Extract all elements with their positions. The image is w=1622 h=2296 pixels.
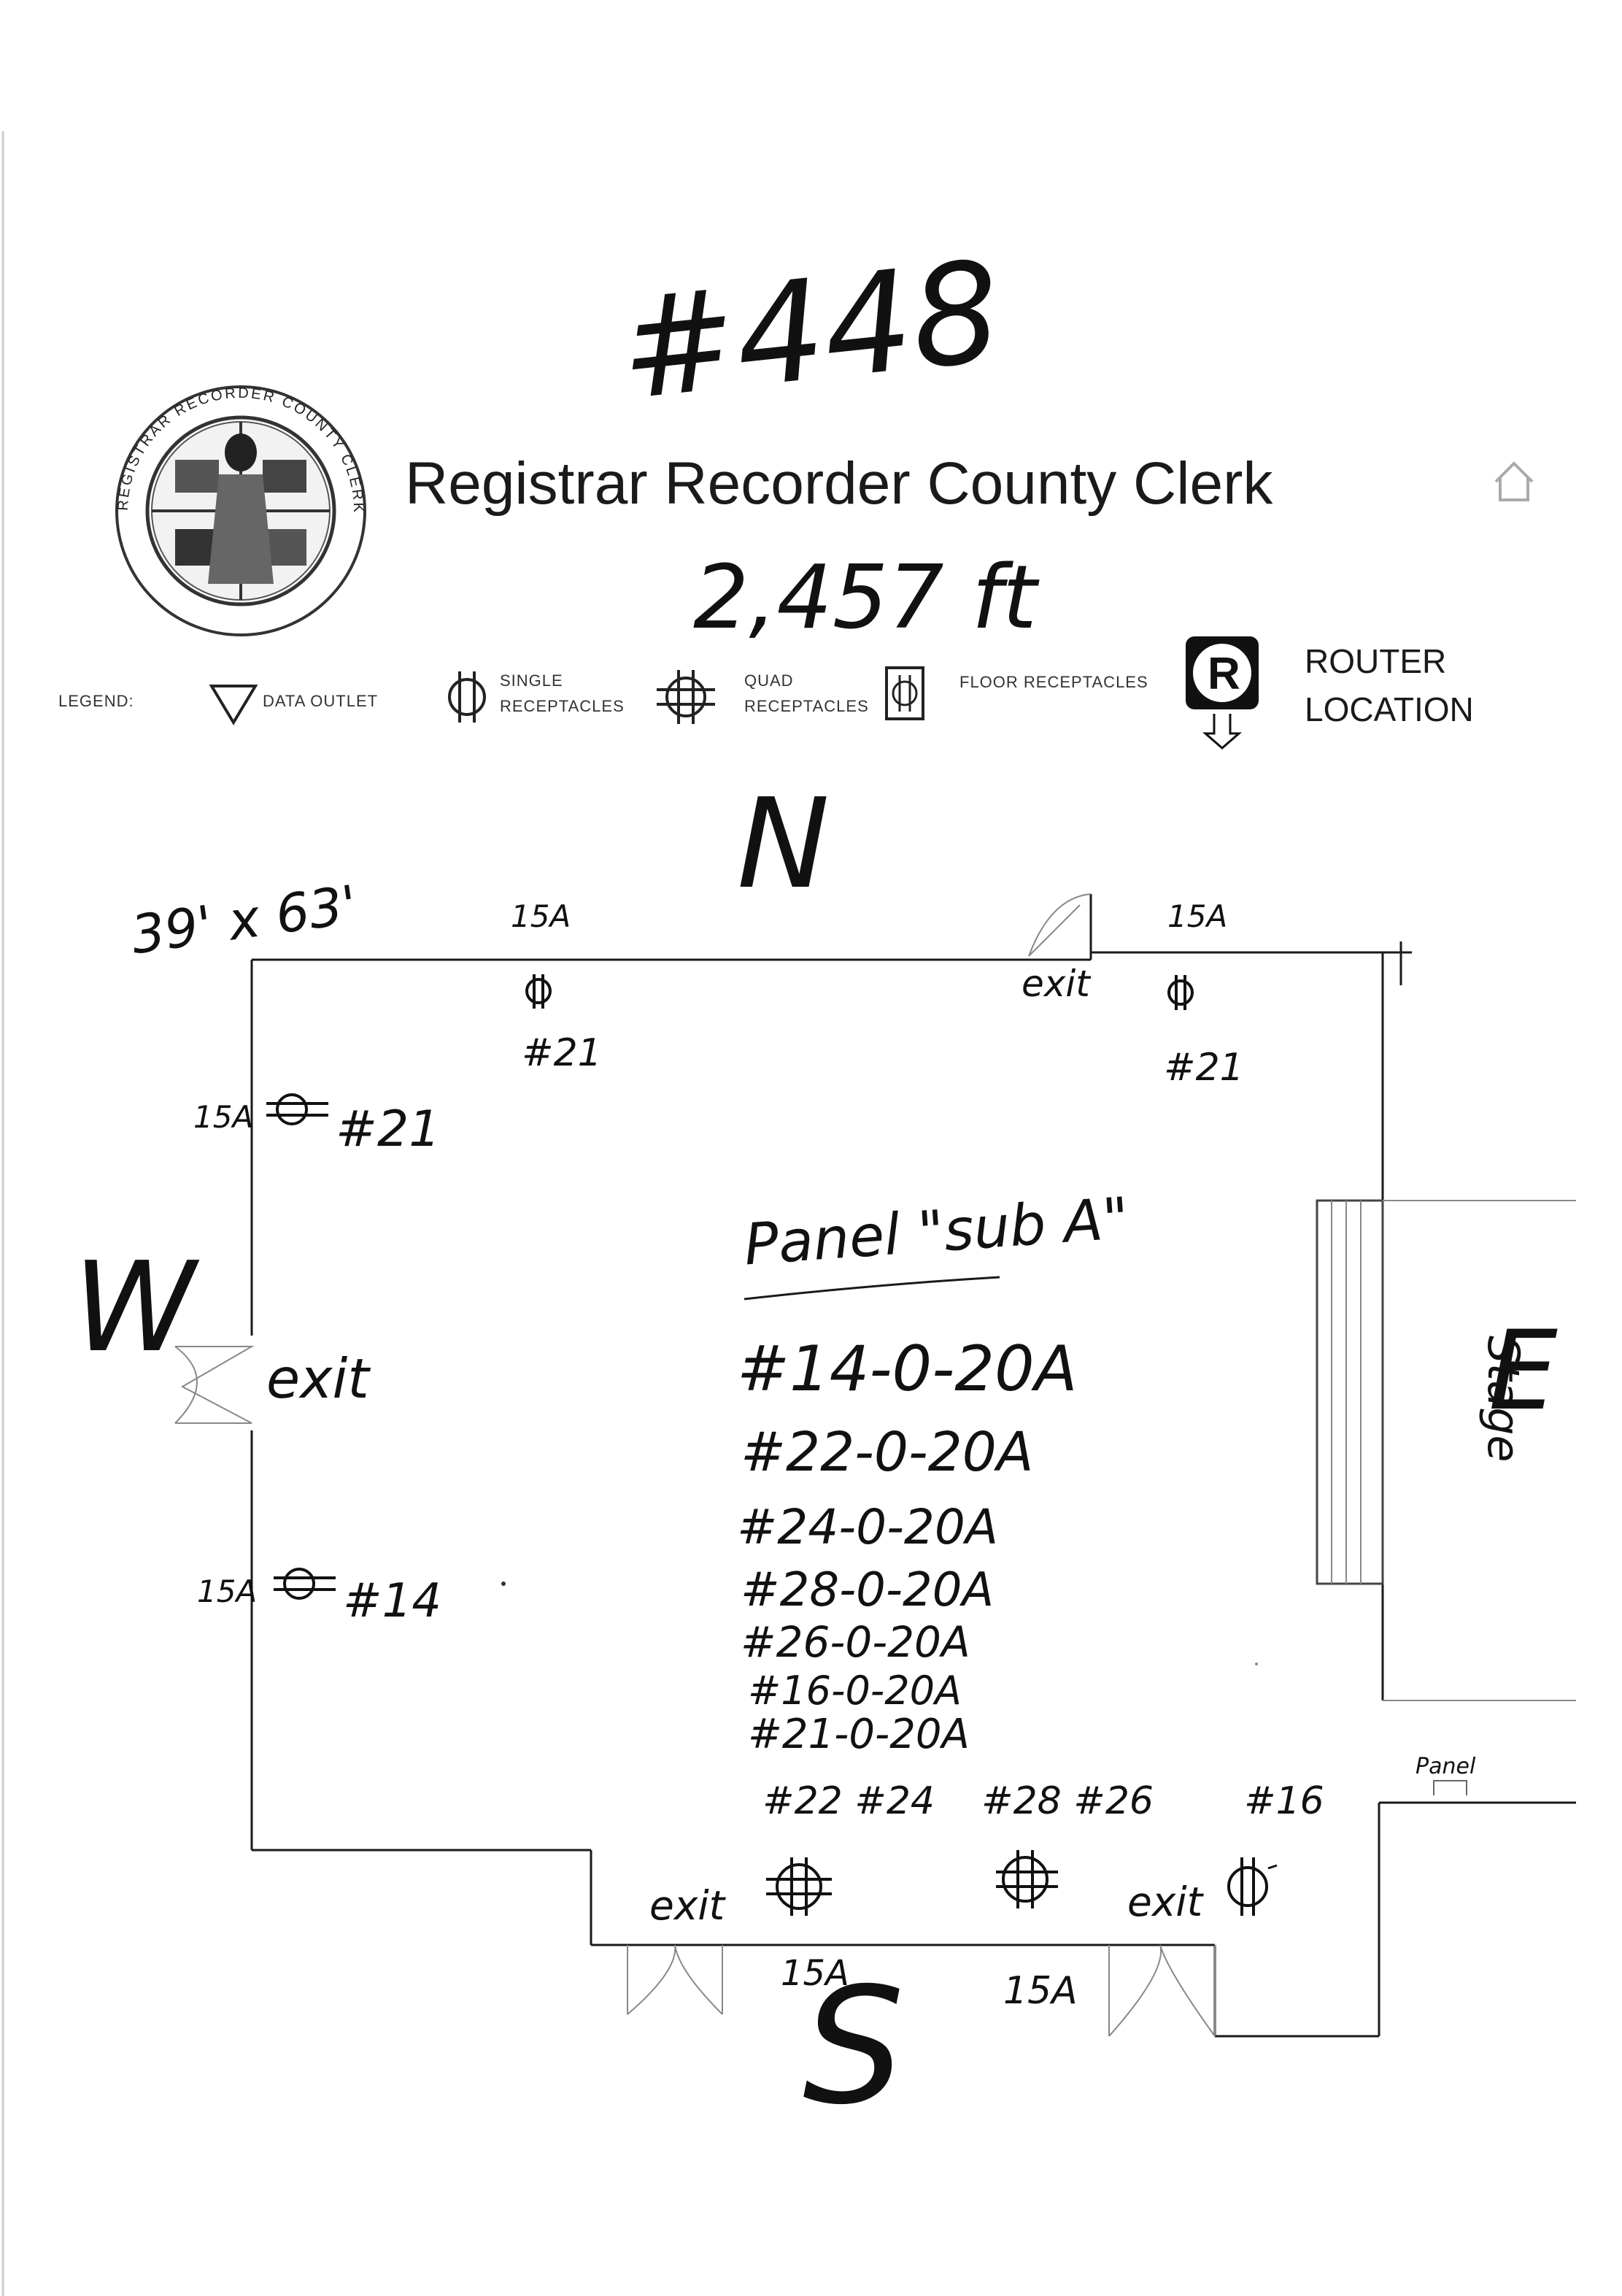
panel-title: Panel "sub A" <box>742 1186 1131 1279</box>
exit-south-left-label: exit <box>649 1882 727 1929</box>
panel-circuit-6: #16-0-20A <box>748 1668 962 1714</box>
exit-west <box>174 1346 255 1424</box>
outlet-west-lower-circuit: #14 <box>343 1574 441 1628</box>
exit-north-label: exit <box>1022 963 1092 1005</box>
exit-south-right-label: exit <box>1127 1879 1205 1925</box>
room-dimensions: 39' x 63' <box>128 874 361 966</box>
outlet-west-upper-circuit: #21 <box>336 1101 441 1158</box>
legend-floor-text: FLOOR RECEPTACLES <box>959 673 1148 691</box>
single-receptacle-north-right <box>1167 975 1194 1010</box>
exit-west-label: exit <box>266 1347 371 1411</box>
single-receptacle-icon <box>448 671 486 723</box>
exit-north <box>1028 893 1092 957</box>
exit-south-left <box>627 1944 723 2015</box>
outlet-north-right-amp: 15A <box>1167 898 1227 934</box>
duplex-receptacle-west-upper <box>266 1093 328 1125</box>
home-icon <box>1494 461 1534 501</box>
panel-circuit-7: #21-0-20A <box>748 1711 970 1758</box>
panel-circuit-2: #22-0-20A <box>741 1421 1033 1484</box>
area-square-footage: 2,457 ft <box>693 547 1040 649</box>
pencil-dot <box>501 1582 506 1586</box>
data-outlet-icon <box>209 685 258 725</box>
floor-receptacle-icon <box>885 666 924 720</box>
county-seal-logo: REGISTRAR RECORDER COUNTY CLERK · COUNTY… <box>0 0 366 636</box>
panel-circuit-5: #26-0-20A <box>741 1617 970 1667</box>
agency-title: Registrar Recorder County Clerk <box>405 450 1273 517</box>
outlet-north-right-circuit: #21 <box>1164 1046 1244 1090</box>
compass-north: N <box>737 772 830 917</box>
outlet-south-1-amp: 15A <box>781 1953 849 1994</box>
legend-router-line2: LOCATION <box>1305 690 1474 728</box>
legend-single-line2: RECEPTACLES <box>500 697 625 715</box>
small-panel-label: Panel <box>1416 1754 1476 1779</box>
legend: LEGEND: DATA OUTLET SINGLE RECEPTACLES Q… <box>58 636 1474 750</box>
legend-label: LEGEND: <box>58 692 134 710</box>
panel-circuit-3: #24-0-20A <box>737 1499 998 1555</box>
location-number: #448 <box>612 231 1008 431</box>
svg-text:R: R <box>1208 649 1240 699</box>
stage-label: Stage <box>1478 1336 1529 1462</box>
quad-receptacle-icon <box>657 670 715 724</box>
exit-south-right <box>1108 1944 1216 2037</box>
outlet-west-lower-amp: 15A <box>197 1573 257 1609</box>
panel-schedule: Panel "sub A" #14-0-20A #22-0-20A #24-0-… <box>737 1186 1131 1758</box>
legend-data-outlet-text: DATA OUTLET <box>263 692 378 710</box>
outlet-north-left-amp: 15A <box>511 898 571 934</box>
compass-south: S <box>803 1953 905 2140</box>
pencil-dot <box>1255 1663 1258 1665</box>
outlet-south-2-circuit: #28 #26 <box>981 1779 1154 1823</box>
outlet-south-2-amp: 15A <box>1003 1969 1078 2013</box>
outlet-south-1-circuit: #22 #24 <box>762 1779 935 1823</box>
compass-west: W <box>73 1236 200 1380</box>
compass-east: E <box>1488 1308 1558 1435</box>
quad-receptacle-south-1 <box>766 1857 832 1916</box>
outlet-west-upper-amp: 15A <box>193 1099 253 1135</box>
panel-circuit-1: #14-0-20A <box>737 1333 1078 1406</box>
router-icon: R <box>1186 636 1259 750</box>
panel-circuit-4: #28-0-20A <box>741 1563 994 1617</box>
small-panel-box <box>1433 1780 1467 1795</box>
legend-single-line1: SINGLE <box>500 671 563 690</box>
single-receptacle-north-left <box>525 974 552 1009</box>
legend-router-line1: ROUTER <box>1305 642 1446 680</box>
stage-area <box>1316 1199 1576 1701</box>
quad-receptacle-south-2 <box>996 1850 1058 1908</box>
outlet-north-left-circuit: #21 <box>522 1031 602 1075</box>
outlet-south-3-circuit: #16 <box>1244 1779 1324 1823</box>
legend-quad-line1: QUAD <box>744 671 794 690</box>
single-receptacle-south-3 <box>1227 1857 1278 1916</box>
legend-quad-line2: RECEPTACLES <box>744 697 869 715</box>
duplex-receptacle-west-lower <box>274 1568 336 1600</box>
